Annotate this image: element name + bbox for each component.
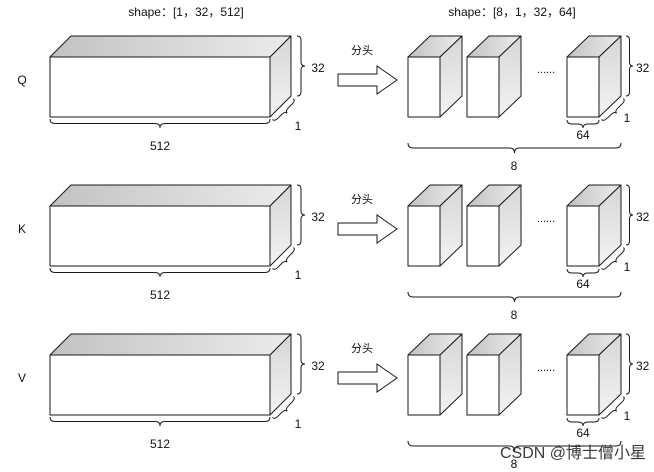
input-width-label: 512 [150,288,170,302]
box-front-face [49,205,271,267]
input-width-brace [49,118,271,129]
head-depth-label: 1 [624,111,631,125]
head-box [566,184,622,267]
row-k: K 32 1 512 分头...... 32 1 64 8 [18,184,650,322]
input-height-label: 32 [311,210,325,224]
box-front-face [466,354,500,416]
head-width-brace [566,268,600,278]
box-front-face [407,205,441,267]
head-box [407,184,463,267]
head-depth-label: 1 [624,260,631,274]
head-box [566,35,622,118]
head-height-label: 32 [636,210,650,224]
row-v: V 32 1 512 分头...... 32 1 64 8 [18,333,650,471]
tensor-name-label: K [18,222,26,236]
input-width-label: 512 [150,437,170,451]
head-ellipsis: ...... [537,213,555,225]
input-depth-label: 1 [295,417,302,431]
split-arrow-icon [337,65,398,95]
head-width-label: 64 [576,128,590,142]
split-heads-label: 分头 [351,193,373,206]
head-box [466,333,522,416]
split-heads-label: 分头 [351,44,373,57]
head-box [466,184,522,267]
head-width-brace [566,119,600,129]
head-box [407,35,463,118]
head-count-brace [407,440,622,452]
box-front-face [566,205,600,267]
split-arrow-icon [337,363,398,393]
input-width-brace [49,267,271,278]
box-top-face [49,35,292,58]
box-front-face [407,354,441,416]
box-front-face [566,354,600,416]
tensor-rows: Q321512分头......321648K321512分头......3216… [17,35,650,471]
input-height-label: 32 [311,61,325,75]
box-front-face [566,56,600,118]
row-q: Q 32 1 512 分头...... 32 1 64 8 [17,35,650,173]
input-width-label: 512 [150,139,170,153]
head-width-label: 64 [576,426,590,440]
input-height-brace [296,333,306,395]
tensor-name-label: V [18,371,26,385]
head-box [466,35,522,118]
box-front-face [466,56,500,118]
head-box [566,333,622,416]
input-height-brace [296,35,306,97]
head-count-label: 8 [511,457,518,471]
input-width-brace [49,416,271,427]
input-tensor-box [49,333,292,416]
head-height-brace [625,333,634,395]
input-shape-label: shape：[1，32，512] [128,5,243,19]
split-heads-label: 分头 [351,342,373,355]
input-depth-label: 1 [295,268,302,282]
watermark: CSDN @博士僧小星 [500,444,646,462]
head-height-label: 32 [636,359,650,373]
box-front-face [466,205,500,267]
head-count-label: 8 [511,159,518,173]
tensor-name-label: Q [17,73,26,87]
split-arrow-icon [337,214,398,244]
output-shape-label: shape：[8，1，32，64] [448,5,575,19]
head-box [407,333,463,416]
input-depth-label: 1 [295,119,302,133]
box-top-face [49,184,292,207]
head-height-brace [625,35,634,97]
input-tensor-box [49,184,292,267]
input-height-label: 32 [311,359,325,373]
head-count-brace [407,291,622,303]
box-front-face [49,354,271,416]
head-count-label: 8 [511,308,518,322]
head-height-label: 32 [636,61,650,75]
head-ellipsis: ...... [537,64,555,76]
box-front-face [407,56,441,118]
input-height-brace [296,184,306,246]
box-front-face [49,56,271,118]
head-width-brace [566,417,600,427]
input-tensor-box [49,35,292,118]
box-top-face [49,333,292,356]
head-count-brace [407,142,622,154]
head-height-brace [625,184,634,246]
head-ellipsis: ...... [537,362,555,374]
head-depth-label: 1 [624,409,631,423]
head-width-label: 64 [576,277,590,291]
